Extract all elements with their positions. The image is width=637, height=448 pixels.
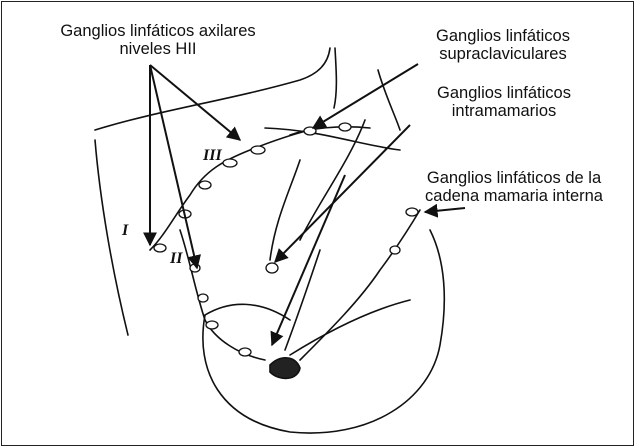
arrow-internal-mammary — [425, 208, 465, 212]
arrow-intramammary-2 — [272, 175, 345, 345]
label-supraclavicular-nodes: Ganglios linfáticos supraclaviculares — [400, 27, 606, 63]
arrow-axillary-3 — [150, 65, 240, 140]
torso-side-2 — [378, 70, 400, 130]
supraclavicular-cluster — [290, 127, 370, 135]
level-3-label: III — [203, 147, 222, 165]
nipple — [270, 358, 300, 379]
arrow-intramammary-1 — [275, 125, 410, 262]
arrow-supraclavicular — [313, 64, 418, 128]
chest-line — [265, 128, 400, 150]
level-2-label: II — [170, 250, 182, 268]
breast-fold — [205, 304, 290, 320]
label-intramammary-nodes: Ganglios linfáticos intramamarios — [404, 84, 604, 120]
label-internal-mammary-nodes: Ganglios linfáticos de la cadena mamaria… — [396, 169, 632, 205]
neck-outline — [334, 48, 336, 108]
lymph-chain-internal — [300, 210, 420, 360]
arrow-axillary-2 — [150, 65, 197, 268]
label-axillary-nodes: Ganglios linfáticos axilares niveles HII — [22, 22, 294, 58]
breast-outline — [203, 230, 444, 433]
lymph-chain-axilla — [150, 130, 310, 250]
level-1-label: I — [122, 222, 128, 240]
lymph-vessel-3 — [270, 160, 300, 260]
